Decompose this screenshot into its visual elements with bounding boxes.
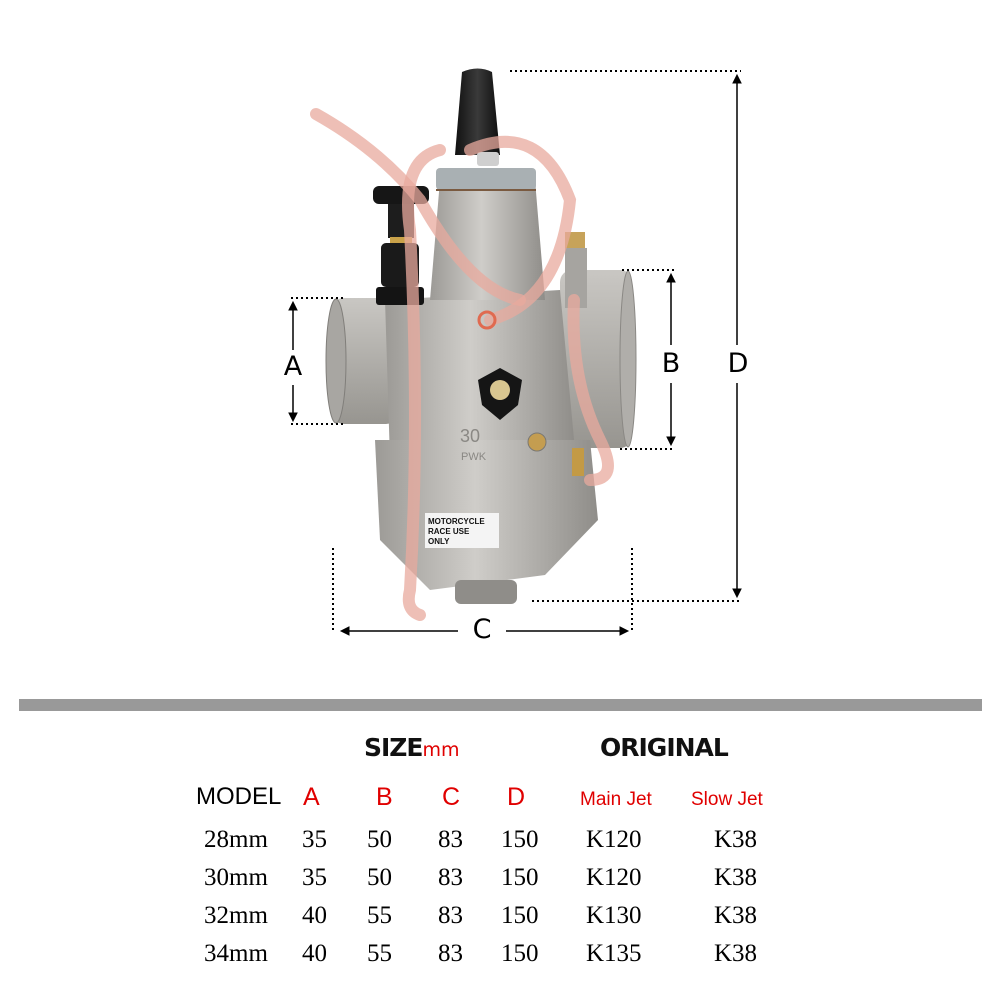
cell-a: 35	[302, 826, 327, 853]
svg-text:RACE USE: RACE USE	[428, 527, 470, 536]
cell-slow-jet: K38	[714, 902, 758, 929]
dimension-d-callout	[510, 70, 742, 602]
column-header-slow-jet: Slow Jet	[691, 789, 763, 810]
cell-b: 50	[367, 826, 392, 853]
cell-b: 55	[367, 940, 392, 967]
cell-model: 30mm	[204, 864, 268, 891]
column-header-a: A	[303, 783, 320, 811]
dimension-a-callout	[288, 297, 345, 425]
dimension-b-callout	[620, 269, 676, 450]
svg-text:MOTORCYCLE: MOTORCYCLE	[428, 517, 485, 526]
cell-c: 83	[438, 864, 463, 891]
size-unit: mm	[422, 739, 460, 761]
cell-model: 34mm	[204, 940, 268, 967]
cell-d: 150	[501, 864, 539, 891]
dimension-b-label: B	[658, 349, 684, 379]
size-heading: SIZEmm	[364, 733, 460, 762]
cell-main-jet: K120	[586, 864, 642, 891]
dimension-c-callout	[332, 548, 633, 636]
cell-model: 32mm	[204, 902, 268, 929]
cell-c: 83	[438, 940, 463, 967]
section-divider	[19, 699, 982, 711]
cell-c: 83	[438, 826, 463, 853]
cell-main-jet: K130	[586, 902, 642, 929]
original-heading: ORIGINAL	[600, 733, 729, 762]
cell-b: 50	[367, 864, 392, 891]
svg-text:ONLY: ONLY	[428, 537, 450, 546]
cell-main-jet: K120	[586, 826, 642, 853]
cell-d: 150	[501, 940, 539, 967]
dimension-d-label: D	[724, 349, 752, 379]
carburetor-product-image: MOTORCYCLE RACE USE ONLY 30 PWK	[288, 68, 742, 636]
column-header-b: B	[376, 783, 393, 811]
cell-a: 40	[302, 902, 327, 929]
cell-c: 83	[438, 902, 463, 929]
cell-a: 35	[302, 864, 327, 891]
cell-slow-jet: K38	[714, 864, 758, 891]
column-header-d: D	[507, 783, 526, 811]
cell-d: 150	[501, 902, 539, 929]
svg-text:PWK: PWK	[461, 451, 487, 463]
cell-main-jet: K135	[586, 940, 642, 967]
cell-slow-jet: K38	[714, 826, 758, 853]
cell-a: 40	[302, 940, 327, 967]
column-header-main-jet: Main Jet	[580, 789, 652, 810]
cell-b: 55	[367, 902, 392, 929]
svg-text:30: 30	[460, 426, 480, 446]
size-heading-text: SIZE	[364, 733, 424, 762]
cell-slow-jet: K38	[714, 940, 758, 967]
cell-d: 150	[501, 826, 539, 853]
column-header-model: MODEL	[196, 783, 282, 810]
dimension-c-label: C	[468, 615, 496, 645]
column-header-c: C	[442, 783, 461, 811]
cell-model: 28mm	[204, 826, 268, 853]
dimension-a-label: A	[280, 352, 306, 382]
intake-left	[325, 298, 400, 424]
